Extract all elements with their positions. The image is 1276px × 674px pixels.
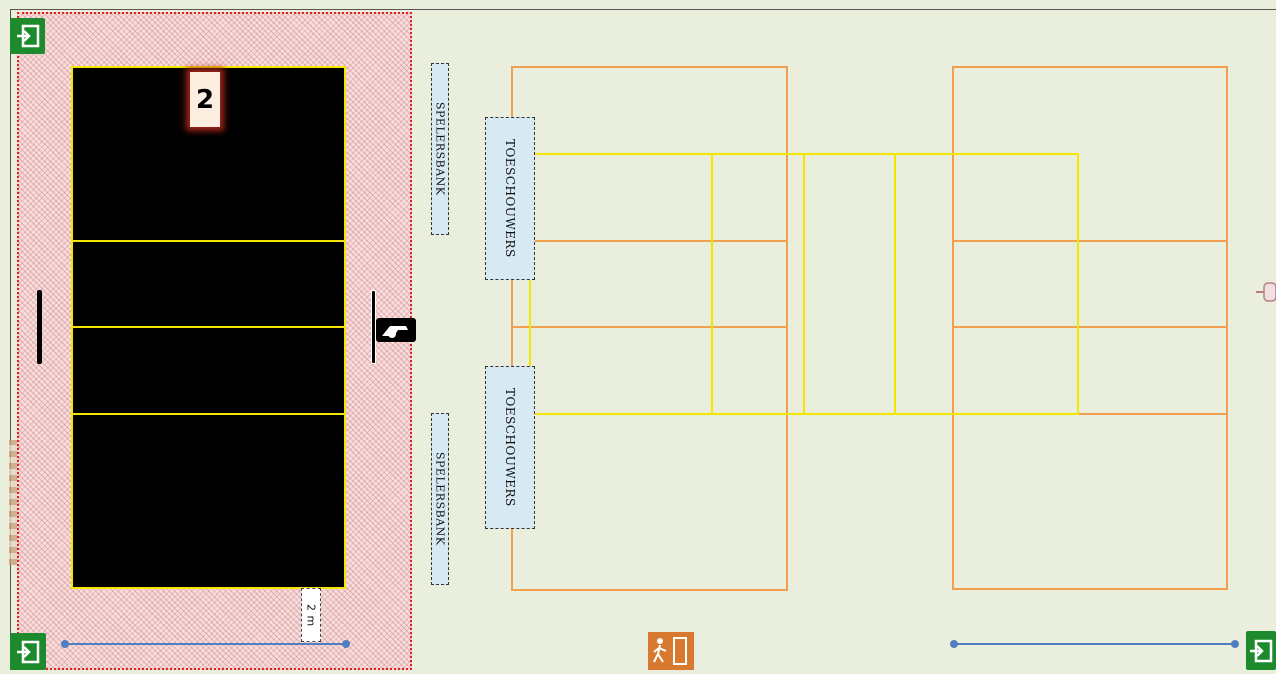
yellow-line-1 xyxy=(711,153,713,415)
toeschouwers-top-label: TOESCHOUWERS xyxy=(503,139,517,258)
edge-post-right xyxy=(1256,280,1276,304)
toeschouwers-bottom: TOESCHOUWERS xyxy=(485,366,535,529)
net-post-left xyxy=(37,290,42,364)
measure-dot-left-a xyxy=(61,640,69,648)
spelersbank-bottom-label: SPELERSBANK xyxy=(433,452,447,546)
toeschouwers-bottom-label: TOESCHOUWERS xyxy=(503,388,517,507)
measure-dot-right-a xyxy=(950,640,958,648)
center-line xyxy=(73,326,344,328)
attack-line-bottom xyxy=(73,413,344,415)
net-post-right xyxy=(371,290,376,364)
spelersbank-top: SPELERSBANK xyxy=(431,63,449,235)
orange-right-line-1 xyxy=(954,240,1226,242)
attack-line-top xyxy=(73,240,344,242)
referee-whistle-icon xyxy=(376,318,416,342)
exit-icon-bottom-left[interactable] xyxy=(10,633,46,670)
yellow-line-3 xyxy=(894,153,896,415)
court-number-badge: 2 xyxy=(190,72,220,127)
measure-line-left xyxy=(64,643,347,645)
exit-icon-bottom-right[interactable] xyxy=(1246,631,1276,670)
spelersbank-top-label: SPELERSBANK xyxy=(433,102,447,196)
measure-dot-right-b xyxy=(1231,640,1239,648)
hall-frame xyxy=(10,9,1276,670)
volleyball-court-2[interactable] xyxy=(71,66,346,589)
distance-marker: 2 m xyxy=(301,588,321,642)
spelersbank-bottom: SPELERSBANK xyxy=(431,413,449,585)
emergency-exit-icon[interactable] xyxy=(648,632,694,670)
toeschouwers-top: TOESCHOUWERS xyxy=(485,117,535,280)
measure-dot-left-b xyxy=(342,640,350,648)
yellow-line-2 xyxy=(803,153,805,415)
orange-right-line-2 xyxy=(954,326,1226,328)
orange-court-right[interactable] xyxy=(952,66,1228,590)
orange-right-line-3 xyxy=(954,413,1226,415)
orange-left-line-2 xyxy=(513,326,786,328)
orange-left-line-1 xyxy=(513,240,786,242)
court-number: 2 xyxy=(195,84,215,115)
distance-label: 2 m xyxy=(304,603,318,627)
measure-line-right xyxy=(953,643,1236,645)
edge-decoration-left xyxy=(9,440,17,565)
exit-icon-top-left[interactable] xyxy=(10,18,45,54)
